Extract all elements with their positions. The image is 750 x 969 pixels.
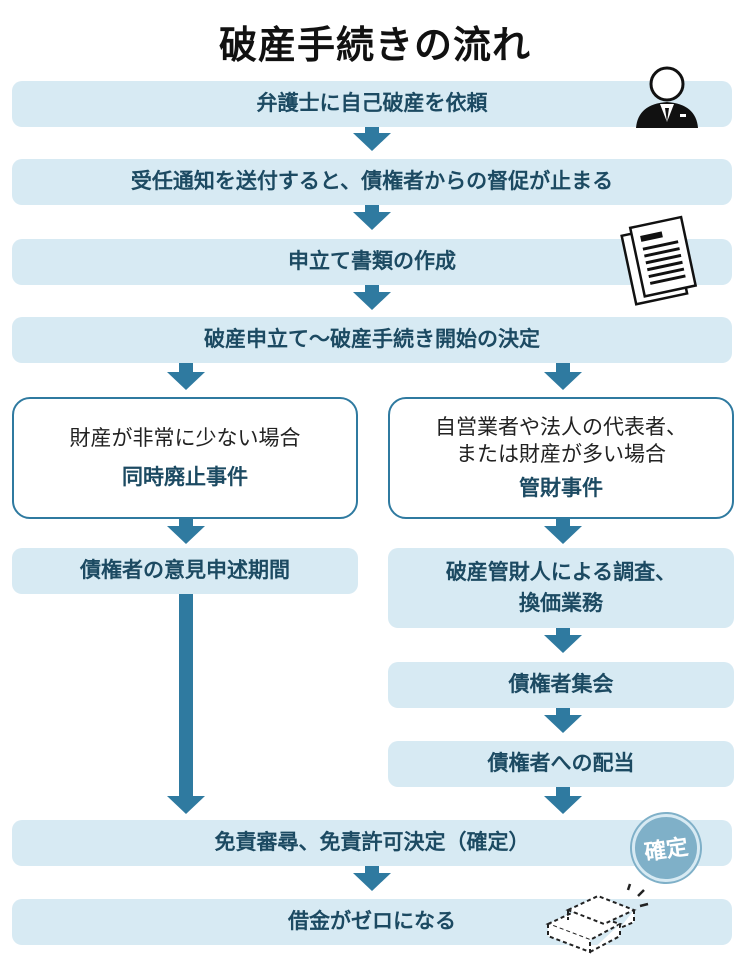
documents-icon (620, 215, 698, 306)
step-trustee-investigation: 破産管財人による調査、 換価業務 (388, 548, 734, 628)
arrow-down (167, 526, 205, 544)
step-request-lawyer-label: 弁護士に自己破産を依頼 (256, 91, 488, 116)
long-connector (179, 594, 193, 796)
case-condition-text-line2: または財産が多い場合 (456, 442, 666, 466)
case-box-simultaneous-abolition: 財産が非常に少ない場合 同時廃止事件 (12, 397, 358, 519)
stamp-text: 確定 (642, 835, 690, 866)
arrow-down (544, 715, 582, 733)
step-filing-decision-label: 破産申立て〜破産手続き開始の決定 (204, 327, 540, 352)
arrow-down (353, 212, 391, 230)
step-distribution: 債権者への配当 (388, 741, 734, 787)
step-notice-sent: 受任通知を送付すると、債権者からの督促が止まる (12, 159, 732, 205)
arrow-down (353, 292, 391, 310)
step-debt-zero-label: 借金がゼロになる (288, 909, 456, 934)
step-distribution-label: 債権者への配当 (487, 751, 635, 776)
case-name: 管財事件 (519, 476, 603, 501)
case-box-trustee: 自営業者や法人の代表者、 または財産が多い場合 管財事件 (388, 397, 734, 519)
step-discharge-decision-label: 免責審尋、免責許可決定（確定） (214, 830, 530, 855)
step-creditor-opinion-period-label: 債権者の意見申述期間 (80, 558, 290, 583)
arrow-down-right-branch (544, 372, 582, 390)
cash-stack-icon (545, 883, 649, 954)
step-trustee-investigation-line2: 換価業務 (519, 591, 603, 615)
step-creditor-opinion-period: 債権者の意見申述期間 (12, 548, 358, 594)
arrow-down (167, 796, 205, 814)
arrow-down (544, 796, 582, 814)
step-request-lawyer: 弁護士に自己破産を依頼 (12, 81, 732, 127)
lawyer-icon (636, 66, 698, 128)
case-name: 同時廃止事件 (122, 464, 248, 489)
arrow-down (353, 873, 391, 891)
arrow-down (353, 133, 391, 151)
step-creditors-meeting: 債権者集会 (388, 662, 734, 708)
arrow-down (544, 526, 582, 544)
step-creditors-meeting-label: 債権者集会 (508, 672, 614, 697)
arrow-down-left-branch (167, 372, 205, 390)
step-trustee-investigation-line1: 破産管財人による調査、 (445, 559, 677, 584)
page-title: 破産手続きの流れ (218, 23, 531, 67)
step-prepare-documents-label: 申立て書類の作成 (288, 249, 456, 274)
step-prepare-documents: 申立て書類の作成 (12, 239, 732, 285)
step-filing-decision: 破産申立て〜破産手続き開始の決定 (12, 317, 732, 363)
arrow-down (544, 635, 582, 653)
case-condition-text-line1: 自営業者や法人の代表者、 (435, 414, 687, 439)
step-notice-sent-label: 受任通知を送付すると、債権者からの督促が止まる (130, 169, 614, 194)
case-condition-text: 財産が非常に少ない場合 (69, 426, 301, 451)
step-discharge-decision: 免責審尋、免責許可決定（確定） (12, 820, 732, 866)
